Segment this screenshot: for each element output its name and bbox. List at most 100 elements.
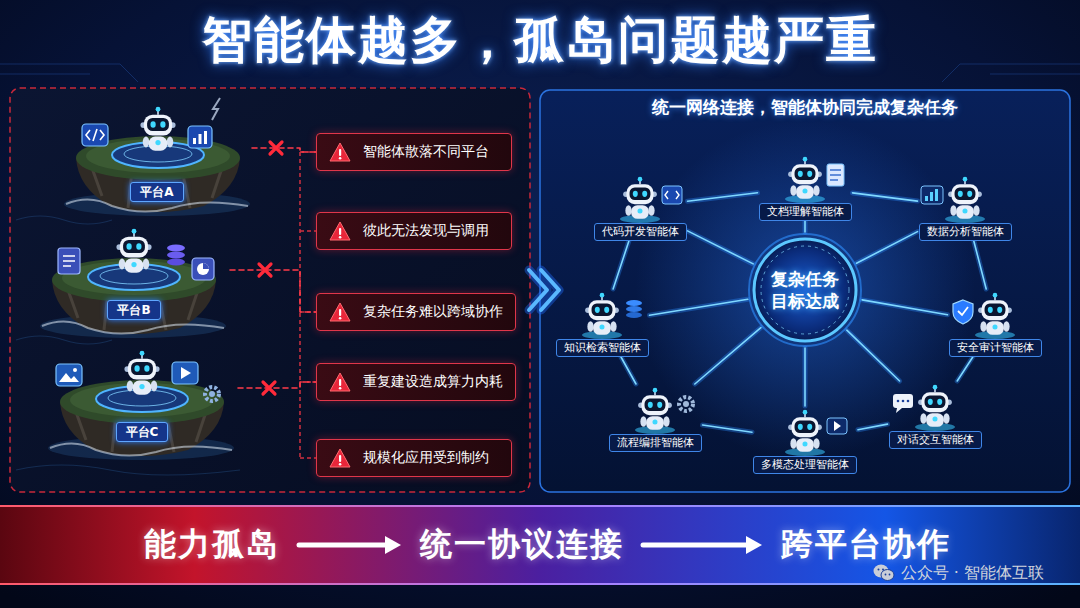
- connector-line: [847, 330, 900, 381]
- problem-text: 规模化应用受到制约: [317, 440, 499, 475]
- warning-icon-use: [330, 222, 350, 240]
- agent-node: 对话交互智能体: [888, 381, 983, 449]
- connector-glow: [857, 232, 918, 264]
- cross-mark: [259, 264, 271, 276]
- connector-line: [857, 232, 918, 264]
- connector: [957, 357, 973, 381]
- connector-line: [230, 270, 316, 312]
- island-node: 平台B: [38, 222, 230, 340]
- connector: [858, 424, 888, 430]
- connector: [853, 193, 918, 201]
- cross-mark: [263, 382, 275, 394]
- agent-text: 数据分析智能体: [919, 223, 1012, 241]
- connector-line: [252, 148, 316, 152]
- chevron: [529, 270, 559, 310]
- agent-icons: [626, 164, 973, 434]
- bracket-line: [300, 152, 316, 458]
- connector-glow: [847, 330, 900, 381]
- agent-text: 知识检索智能体: [556, 339, 649, 357]
- connector-line: [957, 357, 973, 381]
- connector-glow: [974, 241, 986, 289]
- cross-mark: [270, 142, 282, 154]
- connector-glow: [703, 425, 753, 432]
- sea-waves: [16, 216, 240, 475]
- problem-text: 复杂任务难以跨域协作: [317, 294, 513, 329]
- hub-ring: [747, 232, 863, 348]
- connector: [847, 330, 900, 381]
- connector: [688, 193, 758, 201]
- connector: [230, 264, 316, 312]
- warning-icon-use: [330, 449, 350, 467]
- warning-icon: [329, 141, 351, 163]
- connector-glow: [858, 424, 888, 430]
- watermark: 公众号 · 智能体互联: [873, 562, 1044, 584]
- warning-icon: [329, 301, 351, 323]
- island-node: 平台A: [62, 100, 252, 216]
- connector-line: [238, 382, 316, 388]
- hub-text: 复杂任务 目标达成: [766, 268, 844, 312]
- connector: [862, 300, 947, 315]
- page-title: 智能体越多，孤岛问题越严重: [0, 8, 1080, 72]
- connector-line: [862, 300, 947, 315]
- agent-text: 多模态处理智能体: [753, 456, 857, 474]
- connector-line: [804, 221, 806, 232]
- island-text: 平台A: [130, 182, 183, 202]
- connector: [857, 232, 918, 264]
- problem-node: 重复建设造成算力内耗: [316, 363, 516, 401]
- connector: [805, 348, 806, 406]
- connector-glow: [688, 193, 758, 201]
- agent-node: 文档理解智能体: [758, 153, 853, 221]
- panel-text: 统一网络连接，智能体协同完成复杂任务: [540, 96, 1070, 118]
- connector: [621, 357, 636, 384]
- island-c-art: [48, 351, 234, 460]
- title-bar: 智能体越多，孤岛问题越严重: [0, 8, 1080, 72]
- problem-text: 智能体散落不同平台: [317, 134, 499, 169]
- connector-glow: [803, 348, 808, 406]
- connector: [974, 241, 986, 289]
- hub-ring-use: [749, 234, 861, 346]
- connector-glow: [862, 300, 947, 315]
- hub-node: 复杂任务 目标达成: [747, 232, 863, 348]
- problem-text: 彼此无法发现与调用: [317, 213, 499, 248]
- connector-glow: [695, 328, 761, 384]
- watermark-text: 公众号 · 智能体互联: [901, 562, 1044, 584]
- connector-line: [858, 424, 888, 430]
- agent-node: 安全审计智能体: [948, 289, 1043, 357]
- connector-line: [621, 357, 636, 384]
- connector-line: [703, 425, 753, 432]
- agent-text: 代码开发智能体: [594, 223, 687, 241]
- agent-text: 对话交互智能体: [889, 431, 982, 449]
- connector-line: [299, 543, 391, 548]
- problem-node: 彼此无法发现与调用: [316, 212, 512, 250]
- arrowhead: [385, 536, 401, 554]
- connector: [695, 328, 761, 384]
- connector-glow: [650, 299, 748, 315]
- island-b-art: [40, 229, 226, 338]
- agent-text: 文档理解智能体: [759, 203, 852, 221]
- wechat-icon: [873, 563, 895, 583]
- island-text: 平台C: [116, 422, 169, 442]
- connector: [703, 425, 753, 432]
- connector: [650, 299, 748, 315]
- connector-glow: [803, 221, 808, 232]
- warning-icon-use: [330, 373, 350, 391]
- agent-node: 流程编排智能体: [608, 384, 703, 452]
- band-node: 跨平台协作: [778, 525, 954, 565]
- connector-line: [804, 348, 806, 406]
- agent-node: 数据分析智能体: [918, 173, 1013, 241]
- connector-glow: [688, 231, 754, 264]
- connector: [805, 221, 806, 232]
- connector-line: [688, 231, 754, 264]
- island-node: 平台C: [46, 344, 238, 462]
- agent-text: 流程编排智能体: [609, 434, 702, 452]
- connector-glow: [957, 357, 973, 381]
- agent-node: 代码开发智能体: [593, 173, 688, 241]
- connector: [613, 241, 629, 289]
- band-node: 统一协议连接: [417, 525, 627, 565]
- connector-glow: [621, 357, 636, 384]
- problem-node: 规模化应用受到制约: [316, 439, 512, 477]
- arrowhead: [746, 536, 762, 554]
